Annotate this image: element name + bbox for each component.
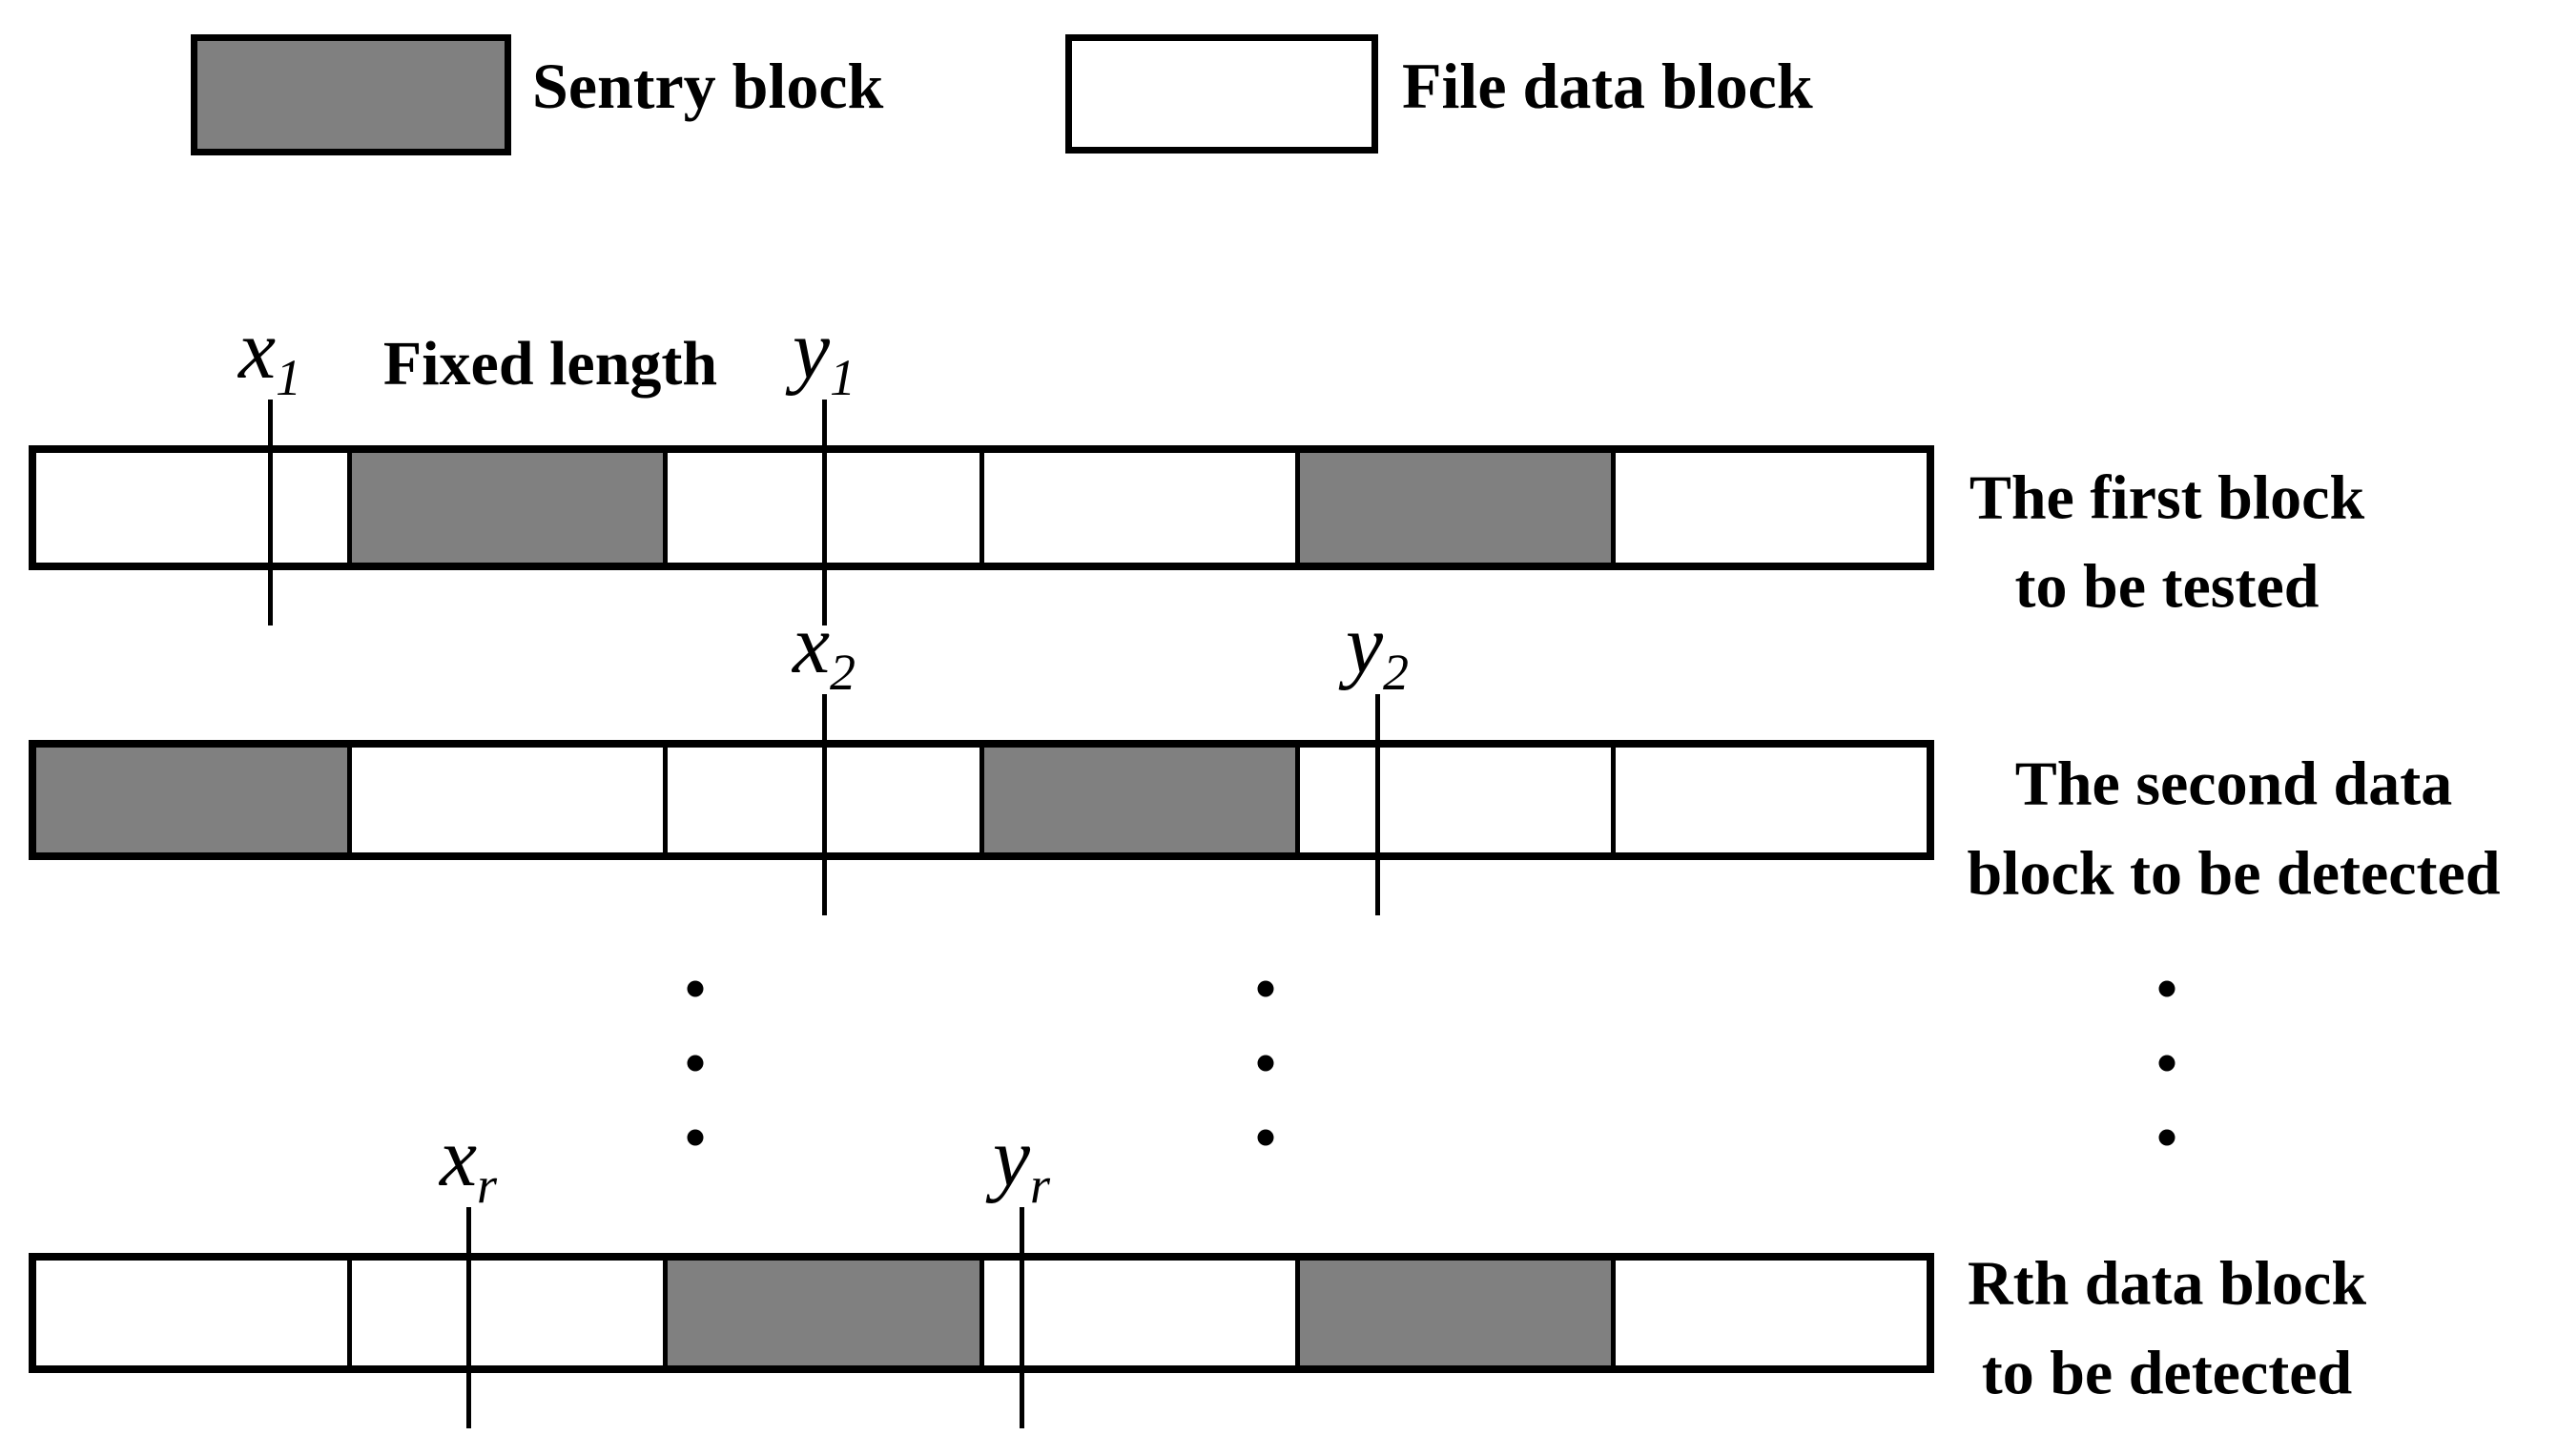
first-block-segment-4-file	[983, 453, 1300, 563]
ellipsis-dot-col1-row2	[687, 1055, 704, 1072]
marker-subscript: r	[477, 1157, 498, 1214]
tick-y-r	[1020, 1207, 1024, 1428]
rth-block-segment-4-file	[983, 1261, 1300, 1365]
ellipsis-dot-col1-row1	[687, 980, 704, 997]
ellipsis-dot-col2-row1	[1257, 980, 1274, 997]
first-block-segment-6-file	[1615, 453, 1928, 563]
caption-line: The second data	[2014, 749, 2453, 819]
marker-subscript: 2	[830, 644, 856, 701]
marker-label-x-1: x1	[238, 309, 302, 406]
marker-symbol: y	[992, 1112, 1031, 1204]
marker-label-x-r: xr	[440, 1117, 498, 1214]
marker-subscript: 1	[830, 349, 856, 406]
ellipsis-dot-col3-row2	[2158, 1055, 2176, 1072]
caption-line: to be detected	[1981, 1338, 2353, 1407]
ellipsis-dot-col3-row1	[2158, 980, 2176, 997]
marker-label-y-2: y2	[1346, 604, 1410, 701]
ellipsis-dot-col2-row3	[1257, 1129, 1274, 1146]
marker-symbol: x	[439, 1112, 478, 1204]
tick-x-2	[822, 694, 827, 915]
bar-second-block	[29, 740, 1934, 860]
marker-subscript: 2	[1383, 644, 1410, 701]
legend-file-label: File data block	[1402, 50, 1813, 122]
marker-symbol: y	[792, 304, 831, 397]
marker-symbol: x	[237, 304, 277, 397]
marker-subscript: 1	[276, 349, 302, 406]
marker-label-y-r: yr	[993, 1117, 1051, 1214]
tick-y-2	[1375, 694, 1380, 915]
second-block-segment-6-file	[1615, 748, 1928, 852]
ellipsis-dot-col3-row3	[2158, 1129, 2176, 1146]
tick-x-r	[466, 1207, 471, 1428]
tick-x-1	[268, 400, 273, 625]
caption-line: to be tested	[2014, 551, 2320, 622]
first-block-segment-5-sentry	[1299, 453, 1616, 563]
bar-rth-block	[29, 1253, 1934, 1373]
legend-sentry-label: Sentry block	[532, 50, 884, 122]
marker-subscript: r	[1030, 1157, 1051, 1214]
rth-block-segment-3-sentry	[668, 1261, 984, 1365]
legend-file-swatch	[1065, 34, 1378, 154]
rth-block-segment-2-file	[352, 1261, 669, 1365]
bar-first-block	[29, 445, 1934, 570]
first-block-segment-2-sentry	[352, 453, 669, 563]
fixed-length-label: Fixed length	[382, 329, 718, 399]
rth-block-segment-5-sentry	[1299, 1261, 1616, 1365]
ellipsis-dot-col1-row3	[687, 1129, 704, 1146]
caption-rth-block: Rth data block to be detected	[1968, 1239, 2366, 1417]
caption-line: block to be detected	[1967, 838, 2501, 908]
second-block-segment-1-sentry	[36, 748, 353, 852]
second-block-segment-4-sentry	[983, 748, 1300, 852]
caption-second-block: The second data block to be detected	[1967, 739, 2500, 917]
marker-label-y-1: y1	[793, 309, 856, 406]
tick-y-1	[822, 400, 827, 625]
caption-line: Rth data block	[1967, 1248, 2367, 1319]
caption-first-block: The first block to be tested	[1969, 453, 2364, 631]
marker-symbol: y	[1345, 599, 1384, 691]
marker-label-x-2: x2	[793, 604, 856, 701]
rth-block-segment-1-file	[36, 1261, 353, 1365]
ellipsis-dot-col2-row2	[1257, 1055, 1274, 1072]
second-block-segment-2-file	[352, 748, 669, 852]
rth-block-segment-6-file	[1615, 1261, 1928, 1365]
caption-line: The first block	[1969, 461, 2365, 532]
marker-symbol: x	[792, 599, 831, 691]
first-block-segment-1-file	[36, 453, 353, 563]
second-block-segment-5-file	[1299, 748, 1616, 852]
legend-sentry-swatch	[191, 34, 511, 155]
